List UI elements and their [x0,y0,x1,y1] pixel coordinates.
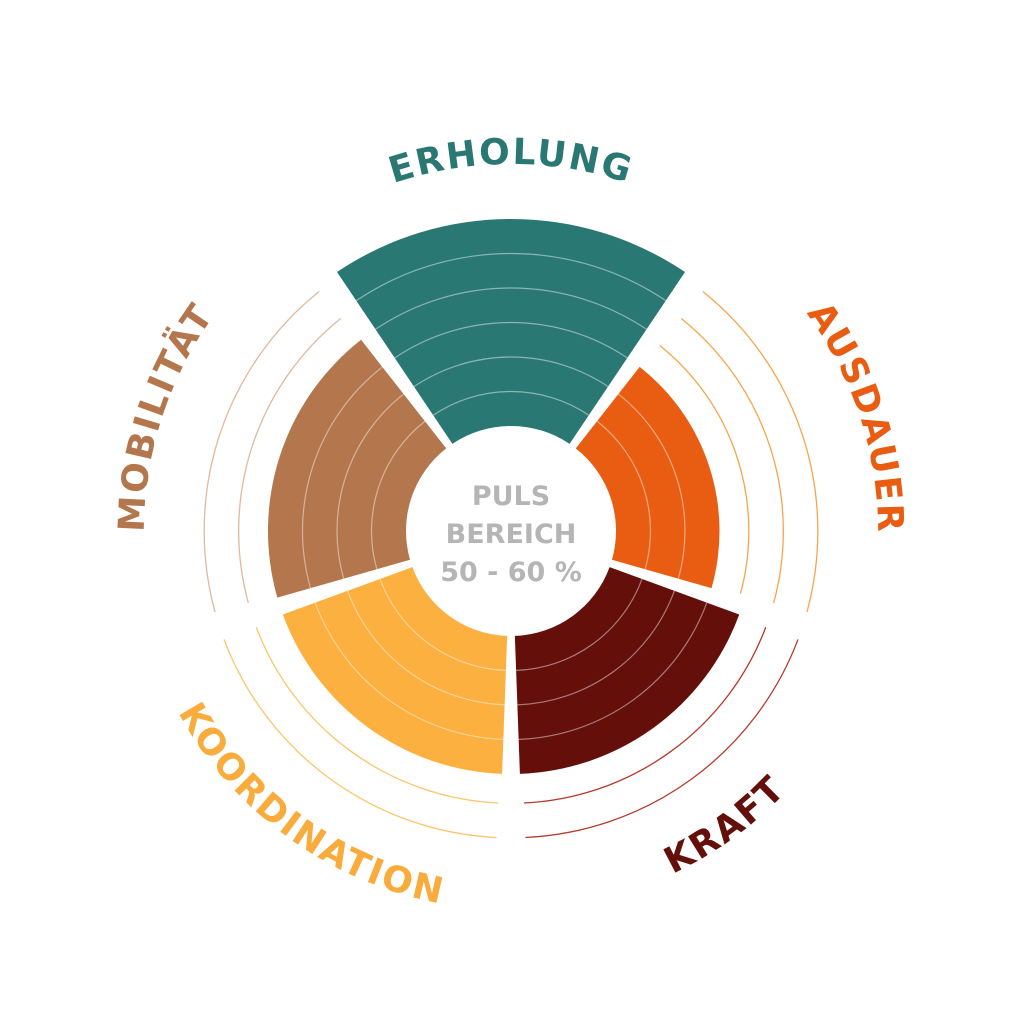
segment-gridline [617,393,686,579]
segment-gridline [375,287,647,330]
outer-ring-ausdauer [680,317,784,604]
segment-koordination [282,567,508,774]
segment-gridline [413,356,609,388]
outer-ring-mobilitt [238,317,342,604]
segment-gridline [518,602,708,740]
segment-gridline [301,366,383,589]
segment-gridline [517,590,675,706]
label-path [705,220,878,669]
segment-gridline [370,420,426,570]
segment-ausdauer [575,366,720,589]
segments [268,219,740,774]
segment-mobilitt [268,339,447,598]
segment-gridline [314,602,504,740]
outer-rings [203,291,819,839]
segment-gridline [394,321,628,359]
outer-ring-mobilitt [203,291,320,613]
outer-ring-koordination [255,627,499,804]
label-kraft: KRAFT [658,768,794,882]
segment-gridline [336,393,405,579]
segment-erholung [336,219,686,444]
segment-gridline [516,578,643,672]
center-label-line-2: BEREICH [446,519,577,550]
outer-ring-koordination [223,639,497,839]
segment-kraft [514,567,740,774]
center-label-line-1: PULS [472,481,550,512]
segment-gridline [379,578,506,672]
label-erholung: ERHOLUNG [384,132,638,192]
segment-gridline [355,252,667,302]
center-label-line-3: 50 - 60 % [440,557,582,588]
segment-gridline [596,420,652,570]
outer-ring-kraft [523,627,767,804]
outer-ring-ausdauer [702,291,819,613]
center-label: PULS BEREICH 50 - 60 % [440,481,582,588]
outer-ring-ausdauer [659,344,750,594]
outer-ring-kraft [525,639,799,839]
segment-gridline [432,390,590,416]
segment-gridline [347,590,505,706]
